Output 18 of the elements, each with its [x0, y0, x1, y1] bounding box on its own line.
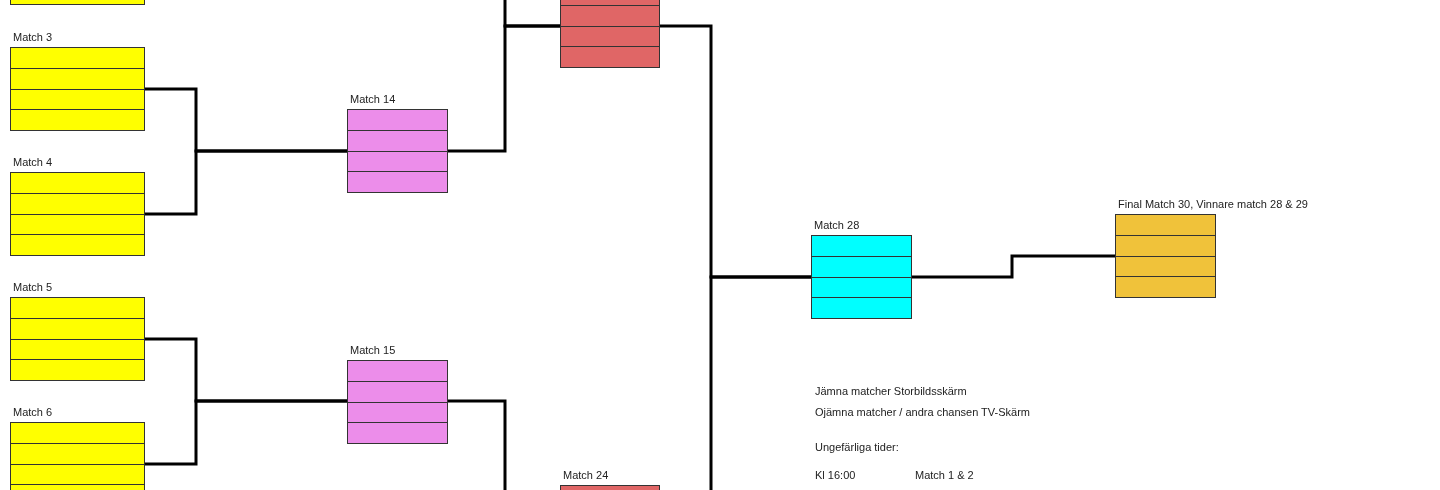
note-text: Match 1 & 2 — [915, 468, 974, 482]
match-heading: Match 15 — [349, 343, 397, 358]
bracket-line — [145, 399, 347, 466]
bracket-line — [912, 254, 1115, 279]
match-heading: Match 24 — [562, 468, 610, 483]
match-heading: Match 5 — [12, 280, 54, 295]
note-text: Kl 16:00 — [815, 468, 856, 482]
note-text: Ojämna matcher / andra chansen TV-Skärm — [815, 405, 1030, 419]
match-heading: Match 14 — [349, 92, 397, 107]
match-heading: Match 6 — [12, 405, 54, 420]
note-text: Jämna matcher Storbildsskärm — [815, 384, 967, 398]
match-heading: Match 4 — [12, 155, 54, 170]
match-heading: Match 28 — [813, 218, 861, 233]
match-heading: Final Match 30, Vinnare match 28 & 29 — [1117, 197, 1308, 212]
bracket-line — [448, 24, 560, 153]
match-heading: Match 3 — [12, 30, 54, 45]
bracket-line — [145, 149, 347, 216]
note-text: Ungefärliga tider: — [815, 440, 899, 454]
